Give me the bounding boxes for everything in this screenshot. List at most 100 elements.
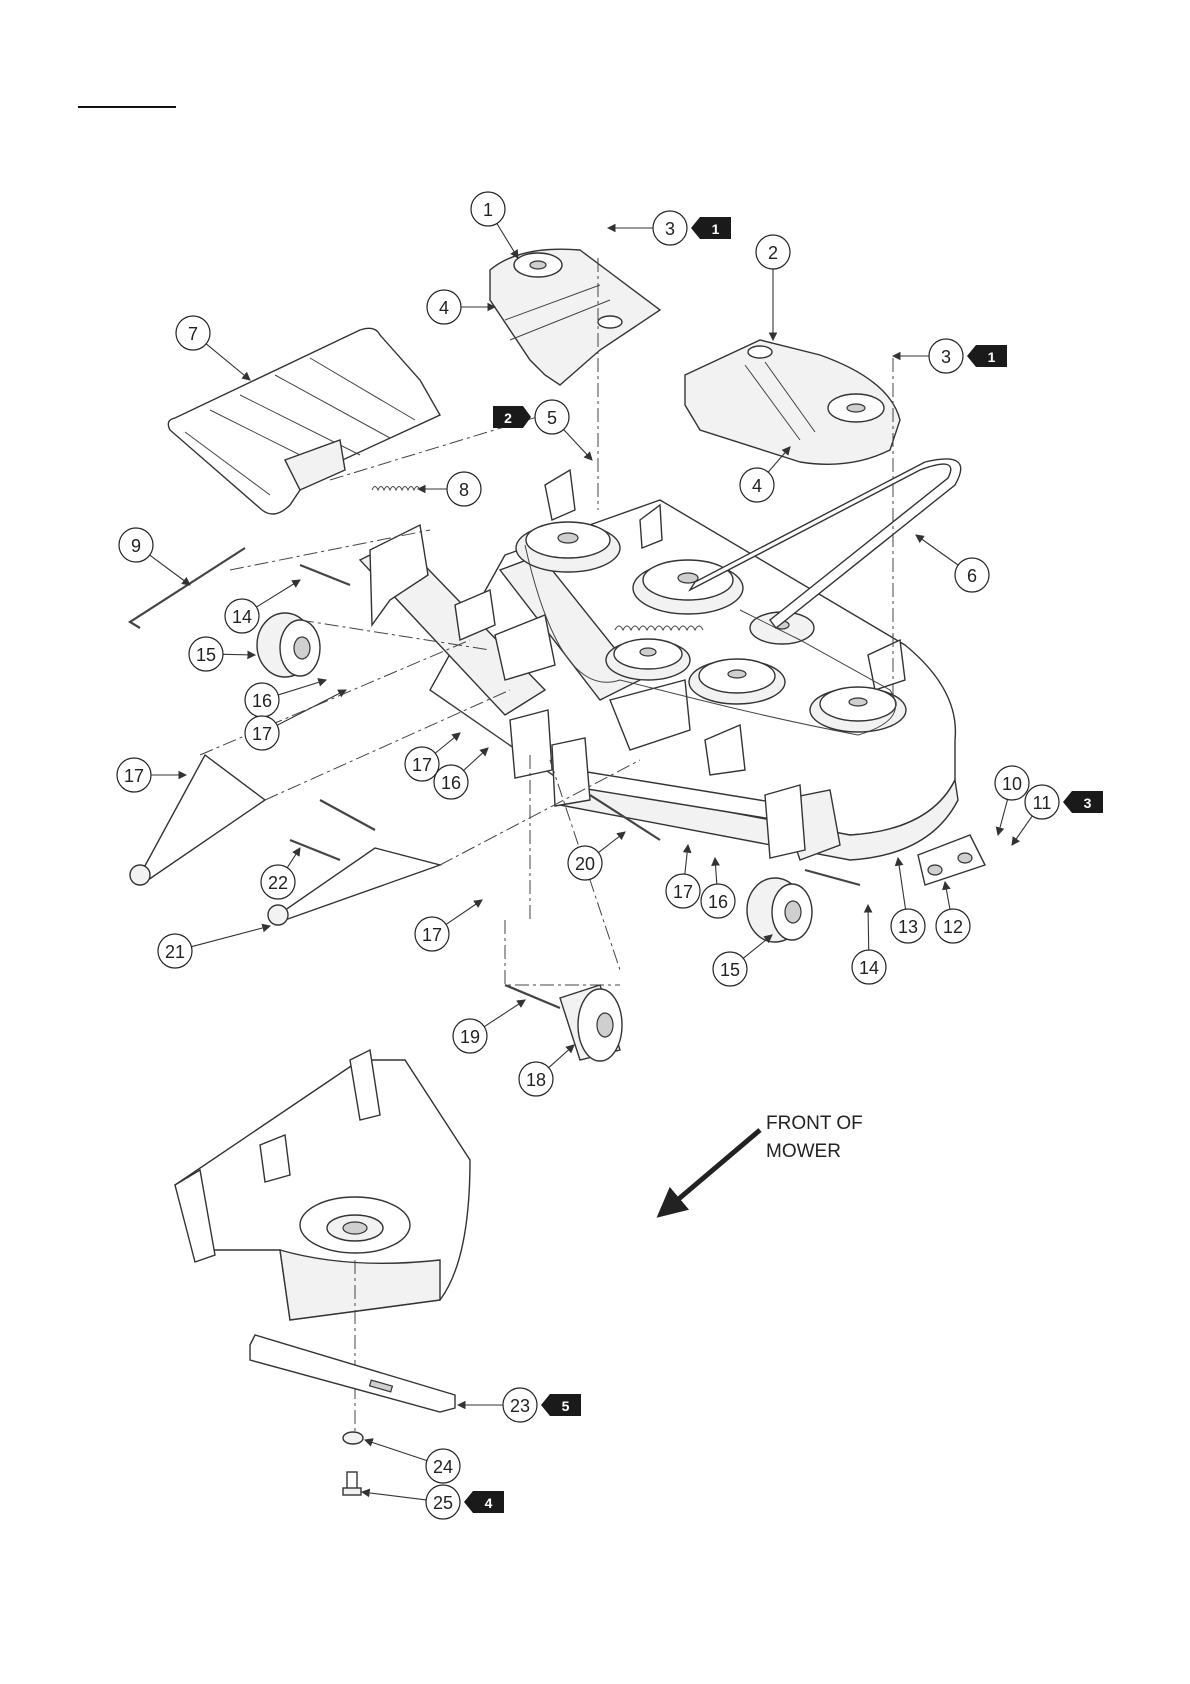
leader-c16b	[464, 748, 488, 770]
callout-12: 12	[936, 909, 970, 943]
callout-number: 3	[941, 347, 951, 367]
callout-15: 15	[189, 637, 223, 671]
leader-c6	[916, 535, 958, 565]
callout-19: 19	[453, 1019, 487, 1053]
leader-c24	[365, 1440, 427, 1461]
pulley-right	[810, 687, 906, 732]
callout-number: 7	[188, 324, 198, 344]
callout-16: 16	[434, 765, 468, 799]
callout-5: 52	[493, 400, 569, 434]
callout-25: 25 4	[426, 1485, 504, 1519]
callout-number: 10	[1002, 774, 1022, 794]
callout-4: 4	[740, 468, 774, 502]
callout-3: 31	[929, 339, 1007, 373]
reference-flag: 5	[541, 1394, 581, 1416]
blade-washer	[343, 1432, 363, 1444]
front-note-line2: MOWER	[766, 1138, 863, 1166]
callout-number: 14	[232, 607, 252, 627]
leader-c10	[998, 799, 1008, 835]
hitch-pin-lower	[290, 840, 340, 860]
spindle-housing-detail	[175, 1050, 470, 1320]
leader-c22	[287, 848, 300, 868]
leader-c16c	[715, 858, 717, 884]
callout-3: 31	[653, 211, 731, 245]
flag-number: 5	[562, 1398, 570, 1414]
leader-c13	[898, 858, 906, 909]
hitch-pin-upper	[320, 800, 375, 830]
callout-number: 21	[165, 942, 185, 962]
callout-number: 15	[720, 960, 740, 980]
callout-number: 15	[196, 645, 216, 665]
front-note-line1: FRONT OF	[766, 1110, 863, 1138]
callout-number: 16	[252, 691, 272, 711]
leader-c25	[362, 1492, 426, 1500]
leader-c15a	[223, 654, 255, 655]
front-of-mower-label: FRONT OF MOWER	[766, 1110, 863, 1166]
leader-c18	[549, 1045, 574, 1068]
pulley-center	[606, 639, 690, 680]
callout-number: 4	[752, 476, 762, 496]
callout-13: 13	[891, 909, 925, 943]
blade-bolt	[343, 1472, 361, 1495]
belt-cover-left	[490, 249, 660, 385]
belt-cover-right	[685, 340, 900, 464]
callout-1: 1	[471, 192, 505, 226]
callout-14: 14	[225, 599, 259, 633]
leader-c19	[484, 1000, 525, 1027]
leader-c17c	[435, 733, 460, 753]
roller-axle	[505, 985, 560, 1008]
callout-number: 16	[441, 773, 461, 793]
callout-number: 5	[547, 408, 557, 428]
reference-flag: 1	[691, 217, 731, 239]
wheel-bolt-left	[300, 565, 350, 585]
callout-22: 22	[261, 865, 295, 899]
callout-24: 24	[426, 1449, 460, 1483]
callout-number: 25	[433, 1493, 453, 1513]
discharge-guard	[918, 835, 985, 885]
flag-number: 1	[988, 349, 996, 365]
callout-21: 21	[158, 934, 192, 968]
callout-8: 8	[447, 472, 481, 506]
leader-c14a	[256, 580, 300, 607]
flag-number: 2	[504, 410, 512, 426]
callout-number: 17	[412, 755, 432, 775]
leader-c12	[945, 882, 950, 909]
callout-number: 9	[131, 536, 141, 556]
callout-number: 13	[898, 917, 918, 937]
reference-flag: 3	[1063, 791, 1103, 813]
callout-7: 7	[176, 316, 210, 350]
callout-number: 17	[252, 724, 272, 744]
leader-c17e	[446, 900, 482, 924]
callout-18: 18	[519, 1062, 553, 1096]
callout-number: 22	[268, 873, 288, 893]
callout-number: 6	[967, 566, 977, 586]
callout-number: 14	[859, 958, 879, 978]
callout-number: 17	[422, 925, 442, 945]
callout-number: 12	[943, 917, 963, 937]
leader-c7	[206, 344, 250, 380]
leader-c20	[598, 832, 625, 853]
callout-9: 9	[119, 528, 153, 562]
callout-number: 17	[673, 882, 693, 902]
callout-number: 1	[483, 200, 493, 220]
callout-number: 20	[575, 854, 595, 874]
flag-number: 1	[712, 221, 720, 237]
cutting-blade	[250, 1335, 455, 1412]
callout-20: 20	[568, 846, 602, 880]
callout-16: 16	[701, 884, 735, 918]
reference-flag: 1	[967, 345, 1007, 367]
callout-number: 4	[439, 298, 449, 318]
callout-number: 3	[665, 219, 675, 239]
callout-17: 17	[415, 917, 449, 951]
leader-c21	[191, 926, 270, 947]
reference-flag: 2	[493, 406, 531, 428]
callout-11: 11 3	[1025, 785, 1103, 819]
flag-number: 4	[485, 1495, 493, 1511]
callout-17: 17	[666, 874, 700, 908]
leader-c9	[150, 555, 190, 585]
callout-number: 19	[460, 1027, 480, 1047]
callout-17: 17	[117, 758, 151, 792]
callout-number: 11	[1033, 793, 1052, 813]
